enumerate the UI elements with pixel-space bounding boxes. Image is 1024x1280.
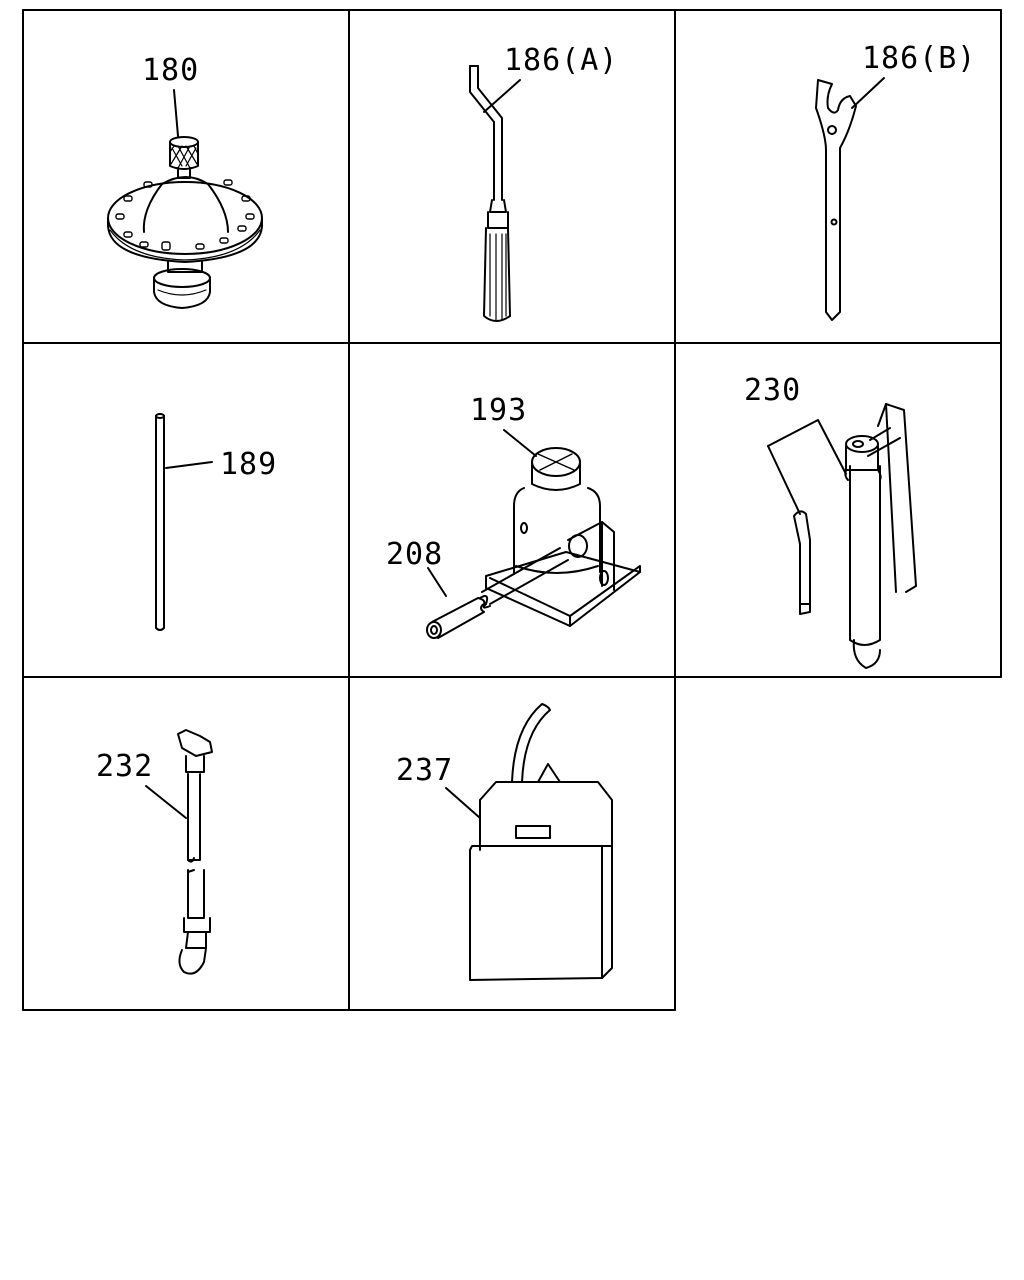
part-189-drawing xyxy=(155,413,213,631)
part-label-232: 232 xyxy=(96,749,154,784)
part-label-193: 193 xyxy=(470,393,528,428)
part-230-drawing xyxy=(767,403,917,669)
part-232-drawing xyxy=(145,729,213,975)
part-180-drawing xyxy=(107,89,263,309)
part-label-208: 208 xyxy=(386,537,444,572)
part-label-186a: 186(A) xyxy=(504,43,619,78)
grid-lines xyxy=(22,9,1002,1011)
part-186a-drawing xyxy=(469,65,521,322)
part-186b-drawing xyxy=(815,77,885,321)
part-237-drawing xyxy=(445,703,613,981)
part-193-drawing xyxy=(485,429,641,627)
part-label-237: 237 xyxy=(396,753,454,788)
part-label-189: 189 xyxy=(220,447,278,482)
part-208-drawing xyxy=(426,547,569,639)
part-label-186b: 186(B) xyxy=(862,41,977,76)
part-label-230: 230 xyxy=(744,373,802,408)
part-label-180: 180 xyxy=(142,53,200,88)
